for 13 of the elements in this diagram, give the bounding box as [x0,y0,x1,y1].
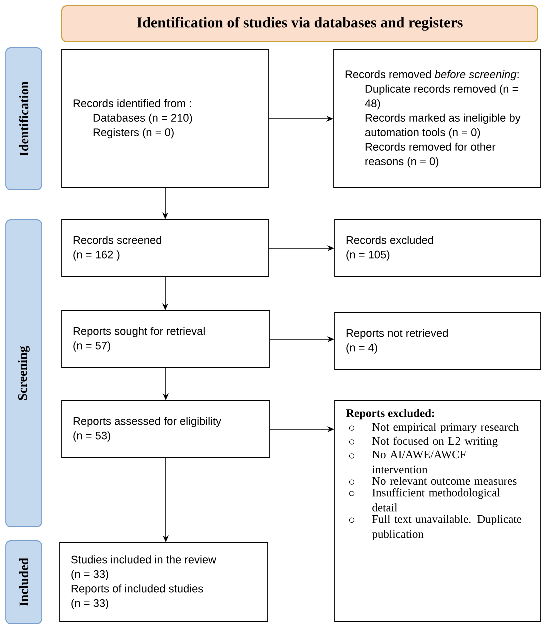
process-box: Reports not retrieved (n = 4) [334,312,542,370]
process-box: Records removed before screening: Duplicate records removed (n = 48) Records marked as ineligible by automation tools (n = 0) Records removed for other reasons (n = 0) [334,50,542,188]
phase-label: Included [6,540,42,624]
process-box: Reports sought for retrieval (n = 57) [62,310,270,368]
process-box: Studies included in the review (n = 33) Reports of included studies (n = 33) [60,542,268,622]
process-box: Reports assessed for eligibility (n = 53) [62,400,270,458]
process-box: Records excluded (n = 105) [334,220,542,278]
heading-banner: Identification of studies via databases and registers [62,6,538,42]
process-box: Records identified from : Databases (n = 210) Registers (n = 0) [62,50,270,188]
process-box: Records screened (n = 162 ) [62,220,270,278]
phase-label: Identification [6,48,42,190]
exclusion-box: Reports excluded: Not empirical primary research Not focused on L2 writing No AI/AWE/AWCF intervention No relevant outcome measures Insufficient methodological detail Full text unavailable. Duplicate publication [334,400,542,622]
phase-label: Screening [6,220,42,528]
